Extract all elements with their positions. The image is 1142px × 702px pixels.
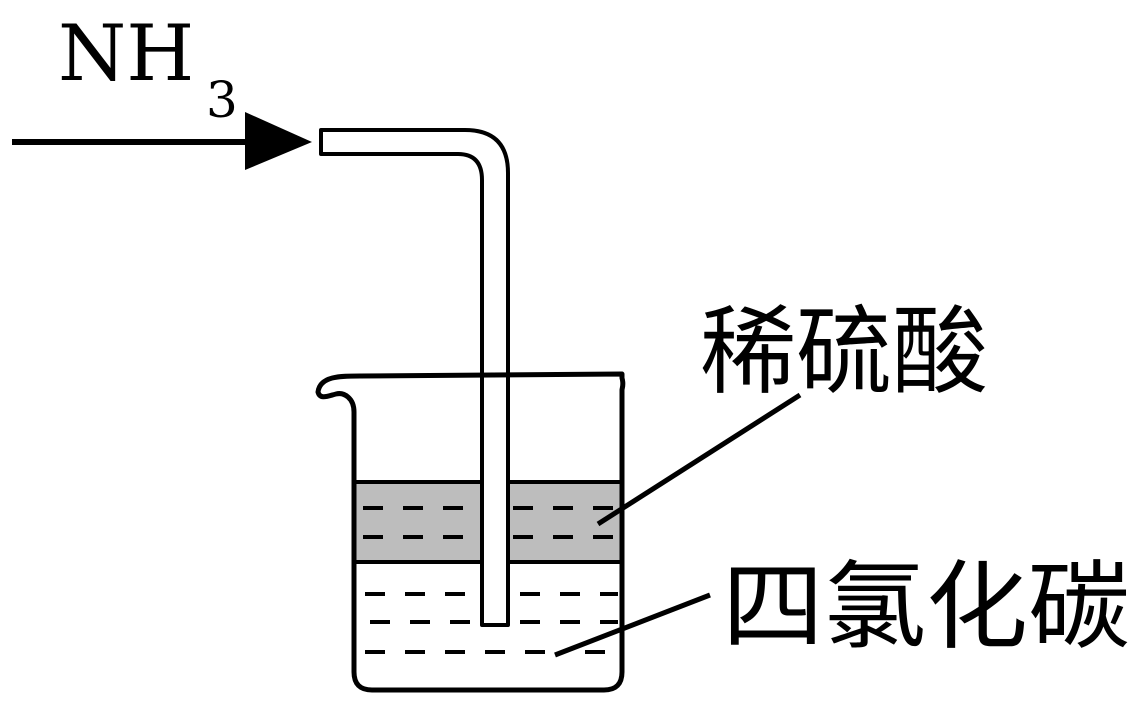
upper-layer-leader-line bbox=[596, 392, 802, 527]
delivery-tube bbox=[319, 128, 510, 627]
gas-formula-main: NH bbox=[58, 9, 194, 99]
beaker bbox=[315, 371, 626, 693]
lower-layer-leader-line bbox=[554, 592, 711, 658]
upper-layer-label: 稀硫酸 bbox=[700, 296, 988, 408]
gas-label: NH 3 bbox=[58, 9, 238, 129]
arrow-head-icon bbox=[245, 112, 312, 170]
lower-layer-label: 四氯化碳 bbox=[722, 551, 1130, 663]
gas-formula-subscript: 3 bbox=[206, 71, 238, 129]
upper-layer-dashes bbox=[363, 506, 613, 539]
lower-layer-dashes bbox=[365, 592, 618, 654]
gas-flow-arrow bbox=[12, 112, 312, 170]
